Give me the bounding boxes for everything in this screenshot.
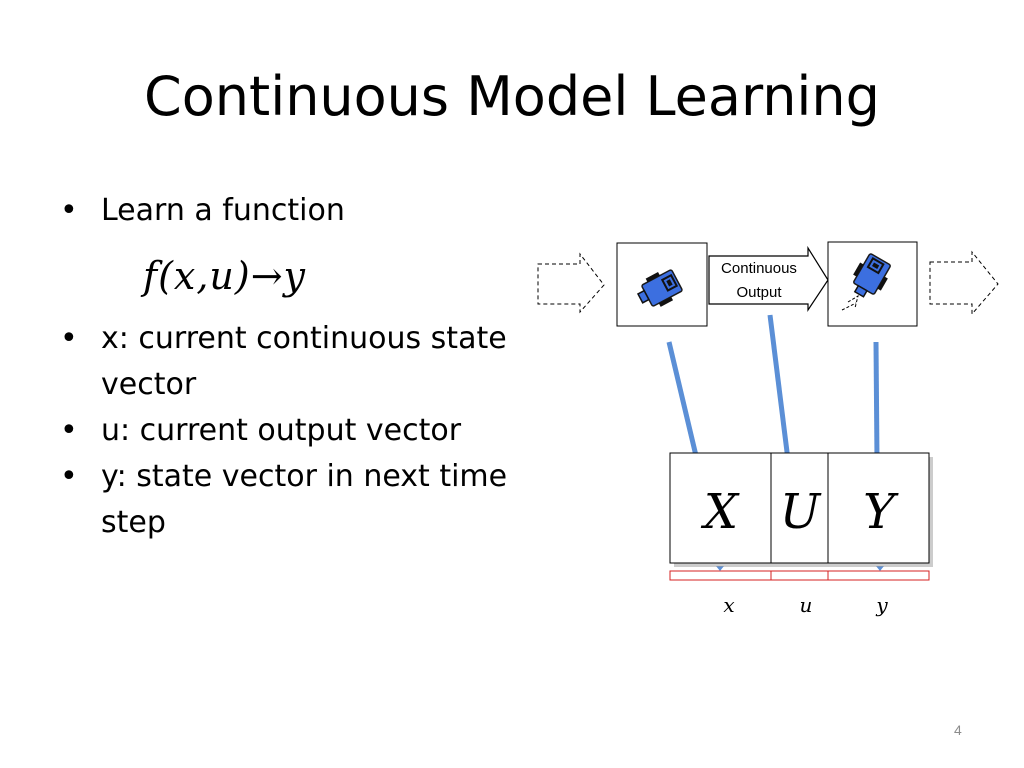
bullet-text: y: state vector in next time step (101, 459, 508, 540)
bullet-item: •x: current continuous state vector (60, 321, 507, 402)
vector-label-x: X (700, 484, 740, 540)
bullet-item: •u: current output vector (60, 413, 462, 448)
vector-box (669, 452, 930, 564)
motion-trail (841, 294, 859, 311)
vector-label-u: U (780, 484, 822, 540)
input-arrow (537, 252, 605, 314)
bullet-text: x: current continuous state vector (101, 321, 507, 402)
sub-label-u: u (800, 593, 813, 617)
row-marker (876, 566, 884, 571)
next-arrow (929, 250, 999, 316)
connector-y (873, 341, 880, 461)
connector-u (767, 314, 791, 461)
bullet-list: •Learn a function •x: current continuous… (60, 188, 520, 546)
sub-label-y: y (875, 593, 888, 617)
row-marker (716, 566, 724, 571)
output-label-line1: Continuous (721, 260, 797, 277)
output-label-line2: Output (736, 284, 782, 301)
robot-icon (853, 253, 891, 298)
robot-icon (636, 269, 683, 307)
continuous-output-arrow (708, 245, 829, 312)
bullet-text: u: current output vector (101, 413, 462, 448)
slide-title: Continuous Model Learning (144, 65, 880, 128)
data-row (669, 570, 930, 581)
function-formula: f(x,u)→y (143, 254, 307, 298)
bullet-item: •Learn a function (60, 193, 345, 228)
sub-label-x: x (723, 593, 734, 617)
bullet-text: Learn a function (101, 193, 345, 228)
vector-label-y: Y (863, 484, 899, 540)
bullet-item: •y: state vector in next time step (60, 459, 508, 540)
connector-x (666, 341, 700, 461)
page-number: 4 (954, 722, 962, 738)
